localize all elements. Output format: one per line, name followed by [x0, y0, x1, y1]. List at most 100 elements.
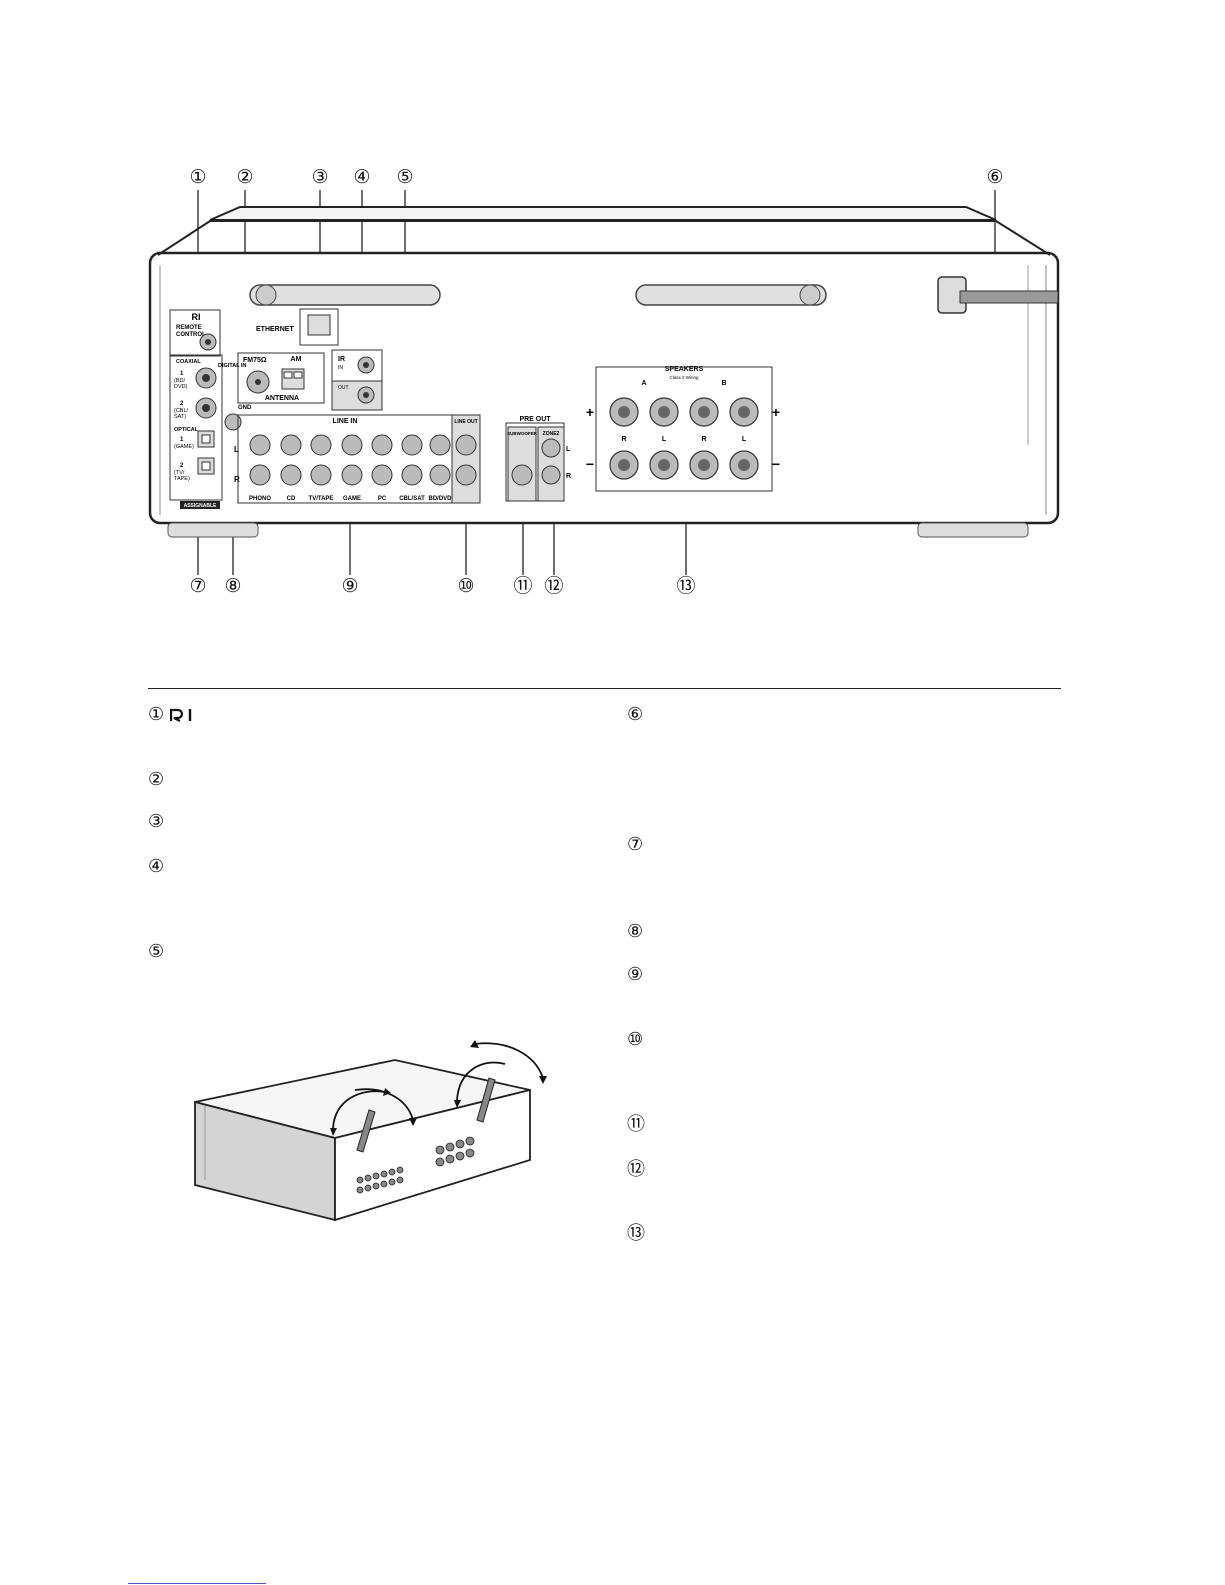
svg-text:CONTROL: CONTROL [176, 332, 206, 338]
svg-text:2: 2 [180, 401, 184, 407]
svg-text:(CBL/: (CBL/ [174, 408, 189, 414]
callout-2: ② [236, 166, 254, 188]
svg-text:−: − [586, 456, 594, 472]
rear-jacks-small [356, 1136, 475, 1194]
svg-text:ASSIGNABLE: ASSIGNABLE [184, 503, 217, 509]
ri-logo-icon [170, 708, 192, 722]
callout-8: ⑧ [224, 575, 242, 597]
svg-text:PRE OUT: PRE OUT [519, 416, 551, 423]
svg-text:COAXIAL: COAXIAL [176, 359, 201, 365]
line-in-jacks: LINE IN L R PHONO CD TV/TAPE GAME PC CBL… [234, 414, 453, 504]
svg-text:GND: GND [238, 405, 252, 411]
svg-text:RI: RI [192, 312, 201, 322]
legend-item-9: ⑨ [627, 964, 644, 985]
power-cord [959, 290, 1059, 304]
svg-text:ANTENNA: ANTENNA [265, 395, 299, 402]
callout-4: ④ [353, 166, 371, 188]
svg-text:L: L [234, 445, 239, 454]
wireless-antenna-right [635, 284, 827, 306]
rotated-antennas [356, 1077, 496, 1153]
svg-text:IN: IN [338, 365, 343, 371]
callout-3: ③ [311, 166, 329, 188]
legend-item-10: ⑩ [627, 1029, 644, 1050]
svg-text:CBL/SAT: CBL/SAT [399, 496, 425, 502]
svg-text:PHONO: PHONO [249, 496, 271, 502]
ri-remote-control-jack: RI REMOTE CONTROL [169, 309, 221, 357]
ir-in-out-jacks: IR IN OUT [331, 349, 383, 411]
pre-out-jacks: PRE OUT SUBWOOFER ZONE2 L R [505, 416, 571, 502]
ethernet-port: ETHERNET [256, 308, 339, 346]
svg-text:PC: PC [378, 496, 387, 502]
svg-text:+: + [772, 404, 780, 420]
callout-1: ① [189, 166, 207, 188]
legend-item-6: ⑥ [627, 704, 644, 725]
svg-text:L: L [742, 436, 747, 443]
svg-text:−: − [772, 456, 780, 472]
callout-5: ⑤ [396, 166, 414, 188]
svg-text:Class 2 Wiring: Class 2 Wiring [669, 375, 699, 380]
legend-item-5: ⑤ [148, 941, 165, 962]
svg-text:SUBWOOFER: SUBWOOFER [507, 431, 537, 436]
svg-text:AM: AM [291, 356, 302, 363]
svg-text:L: L [566, 446, 571, 453]
antenna-rotation-illustration [194, 1040, 547, 1222]
callout-13: ⑬ [676, 575, 696, 597]
legend-item-8: ⑧ [627, 921, 644, 942]
gnd-terminal: GND [224, 405, 252, 431]
arrowheads [330, 1040, 547, 1136]
svg-text:OUT: OUT [338, 385, 349, 391]
svg-text:GAME: GAME [343, 496, 361, 502]
legend-item-4: ④ [148, 856, 165, 877]
svg-text:R: R [234, 475, 240, 484]
svg-text:L: L [662, 436, 667, 443]
legend-item-7: ⑦ [627, 834, 644, 855]
svg-text:DIGITAL IN: DIGITAL IN [218, 363, 247, 369]
svg-text:BD/DVD: BD/DVD [428, 496, 452, 502]
svg-text:ETHERNET: ETHERNET [256, 326, 294, 333]
legend-item-2: ② [148, 769, 165, 790]
svg-text:FM75Ω: FM75Ω [243, 357, 267, 364]
antenna-terminals: FM75Ω AM ANTENNA [237, 352, 325, 404]
callout-7: ⑦ [189, 575, 207, 597]
speaker-terminals: SPEAKERS Class 2 Wiring A B + + − − R L … [586, 366, 780, 492]
legend-item-13: ⑬ [627, 1223, 645, 1244]
bottom-link-underline [128, 1583, 266, 1584]
svg-text:B: B [721, 380, 726, 387]
svg-text:R: R [701, 436, 706, 443]
svg-text:+: + [586, 404, 594, 420]
section-divider [148, 688, 1061, 689]
svg-text:LINE IN: LINE IN [333, 418, 358, 425]
wireless-antenna-left [249, 284, 441, 306]
svg-text:(GAME): (GAME) [174, 444, 194, 450]
callout-6: ⑥ [986, 166, 1004, 188]
svg-text:DVD): DVD) [174, 384, 188, 390]
svg-text:SAT): SAT) [174, 414, 186, 420]
svg-text:IR: IR [338, 356, 345, 363]
legend-item-3: ③ [148, 811, 165, 832]
svg-text:(TV/: (TV/ [174, 470, 185, 476]
legend-item-1: ① [148, 705, 194, 725]
unit-rear [334, 1088, 531, 1222]
legend-item-12: ⑫ [627, 1159, 645, 1180]
legend-item-11: ⑪ [627, 1114, 645, 1135]
svg-text:R: R [621, 436, 626, 443]
svg-text:LINE OUT: LINE OUT [454, 419, 477, 425]
svg-text:REMOTE: REMOTE [176, 325, 202, 331]
svg-text:TV/TAPE: TV/TAPE [309, 496, 334, 502]
line-out-jacks: LINE OUT [451, 414, 481, 504]
svg-text:1: 1 [180, 371, 184, 377]
svg-text:ZONE2: ZONE2 [543, 431, 560, 437]
svg-text:1: 1 [180, 437, 184, 443]
svg-text:OPTICAL: OPTICAL [174, 427, 199, 433]
digital-in-section: COAXIAL DIGITAL IN 1 (BD/ DVD) 2 (CBL/ S… [169, 354, 247, 509]
svg-text:A: A [641, 380, 646, 387]
svg-text:SPEAKERS: SPEAKERS [665, 366, 704, 373]
rear-panel-illustration: RI REMOTE CONTROL COAXIAL DIGITAL IN 1 (… [148, 206, 1060, 538]
svg-text:TAPE): TAPE) [174, 476, 190, 482]
callout-12: ⑫ [544, 575, 564, 597]
callout-9: ⑨ [341, 575, 359, 597]
chassis [148, 251, 1060, 525]
callout-11: ⑪ [513, 575, 533, 597]
legend-number: ① [148, 704, 165, 725]
callout-10: ⑩ [457, 575, 475, 597]
